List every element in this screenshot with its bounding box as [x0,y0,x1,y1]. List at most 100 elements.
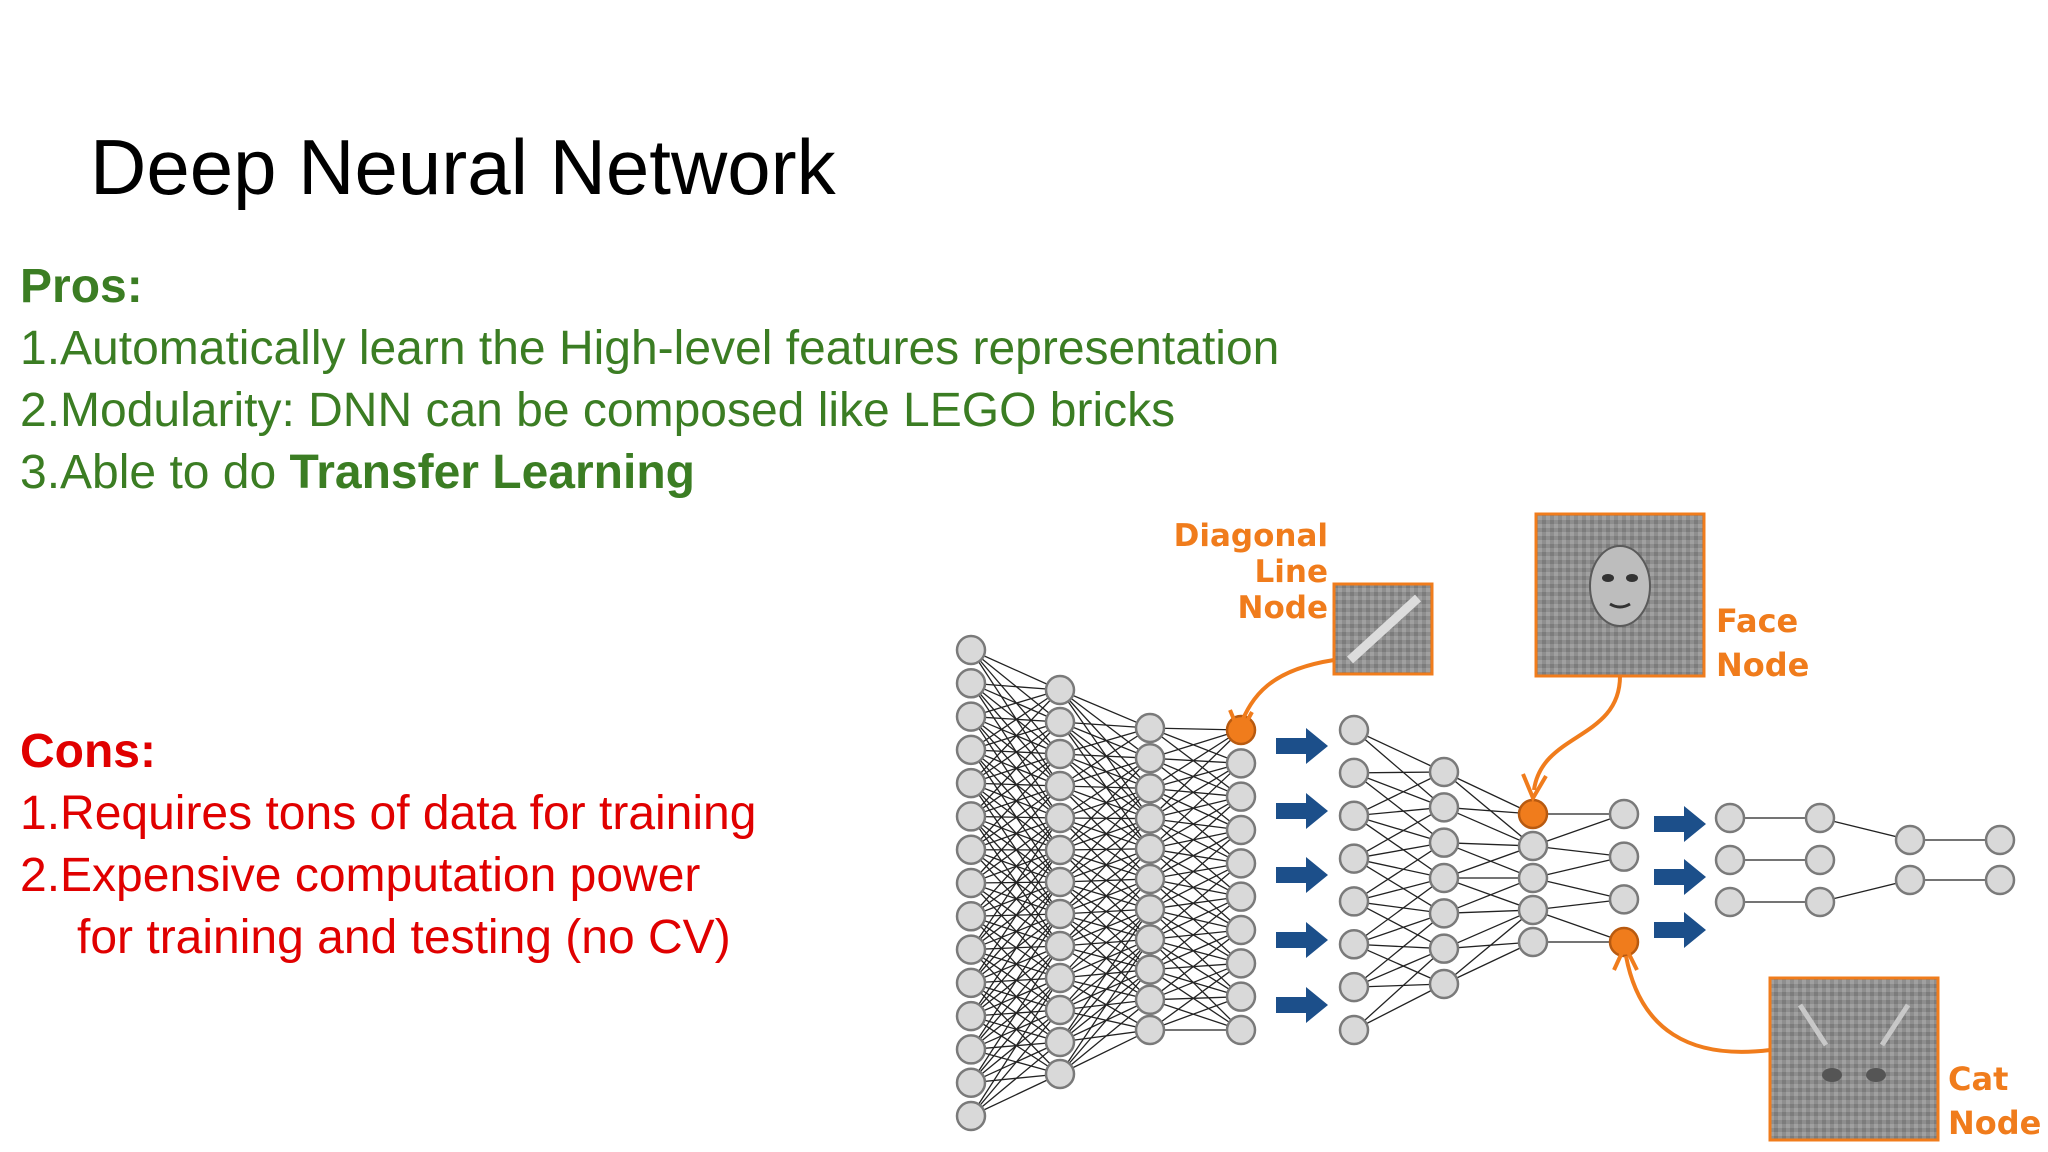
network-edge [1149,727,1242,798]
neuron [1134,712,1166,744]
network-edge [1353,806,1445,860]
network-edge [1059,939,1151,1075]
network-edge [970,753,1061,817]
neuron [1804,802,1836,834]
arrow-icon [1276,857,1328,893]
network-edge [1059,938,1151,1043]
network-edge [1443,842,1534,879]
network-edge [1059,753,1151,790]
neuron [1044,1058,1076,1090]
network-edge [1059,945,1151,971]
network-edge [1059,849,1151,880]
neuron [1338,843,1370,874]
arrow-icon [1654,806,1706,842]
network-edge [1059,817,1151,880]
network-edge [1149,729,1242,789]
network-edge [1532,856,1625,879]
neuron [1225,748,1257,779]
network-edge [1353,842,1445,902]
neuron [1894,864,1926,896]
network-edge [1149,908,1242,998]
highlighted-neuron [1608,926,1640,958]
cons-item-2: 2.Expensive computation power [20,849,701,902]
network-edge [1353,943,1445,985]
network-edge [1149,908,1242,931]
neuron [955,867,987,899]
network-edge [1059,721,1151,820]
arrow-icon [1276,793,1328,829]
network-edge [1059,727,1151,755]
network-edge [1059,757,1151,787]
network-edge [1149,896,1242,910]
network-edge [1149,817,1242,831]
layer-transition-arrows [1276,728,1706,1023]
neuron [1338,929,1370,960]
neuron [955,1067,987,1098]
network-edge [1353,857,1445,879]
neuron [1134,773,1166,804]
network-edge [970,721,1061,817]
network-edge [1059,785,1151,880]
network-edge [1149,878,1242,931]
network-edge [970,945,1061,1050]
network-edge [1059,785,1151,850]
cat-thumbnail-icon [1768,976,1940,1142]
network-edge [970,649,1061,691]
neuron [1134,1014,1166,1046]
network-edge [1059,817,1151,910]
network-edge [1059,753,1151,820]
neuron [1338,757,1370,789]
face-callout: Face Node [1521,512,1809,803]
neuron [1517,894,1549,926]
network-edge [970,721,1061,784]
network-edge [1149,796,1242,820]
network-edge [970,689,1061,751]
network-edge [970,881,1061,1017]
network-edge [1149,896,1242,971]
network-edge [1353,912,1445,988]
neuron [1044,738,1076,770]
neuron [1225,881,1257,912]
network-edge [1353,729,1445,808]
network-edge [1443,806,1534,847]
network-edge [1059,881,1151,910]
neuron [955,834,987,865]
neuron [1134,803,1166,834]
neuron [1225,781,1257,812]
network-edge [1149,962,1242,1031]
network-edge [1059,908,1151,979]
network-edge [1059,818,1151,915]
neuron [1428,792,1460,823]
network-edge [1059,721,1151,850]
network-edge [1149,829,1242,910]
network-edge [1149,787,1242,831]
neuron [1714,844,1746,876]
neuron [1134,742,1166,774]
pros-heading: Pros: [20,260,143,313]
network-edge [1059,913,1151,1001]
network-edge [1059,1029,1151,1075]
network-edge [1059,721,1151,759]
pros-item-2: 2.Modularity: DNN can be composed like L… [20,384,1176,437]
neuron [1338,971,1370,1003]
arrow-icon [1276,987,1328,1023]
neuron [1338,886,1370,917]
network-edge [970,977,1061,1084]
network-edge [1443,941,1534,985]
neuron [1225,848,1257,879]
network-edge [1353,858,1445,914]
network-edge [1059,849,1151,940]
neuron [955,1100,987,1132]
network-edge [1149,848,1242,931]
network-edge [1149,938,1242,1031]
neuron [1044,994,1076,1026]
network-edge [1353,948,1445,1031]
network-edge [1353,815,1445,844]
network-edge [1149,762,1242,820]
arrow-icon [1276,728,1328,764]
cons-heading: Cons: [20,725,156,778]
neuron [1428,756,1460,788]
network-edge [1149,762,1242,790]
neuron [1984,824,2016,856]
network-edge [970,817,1061,917]
